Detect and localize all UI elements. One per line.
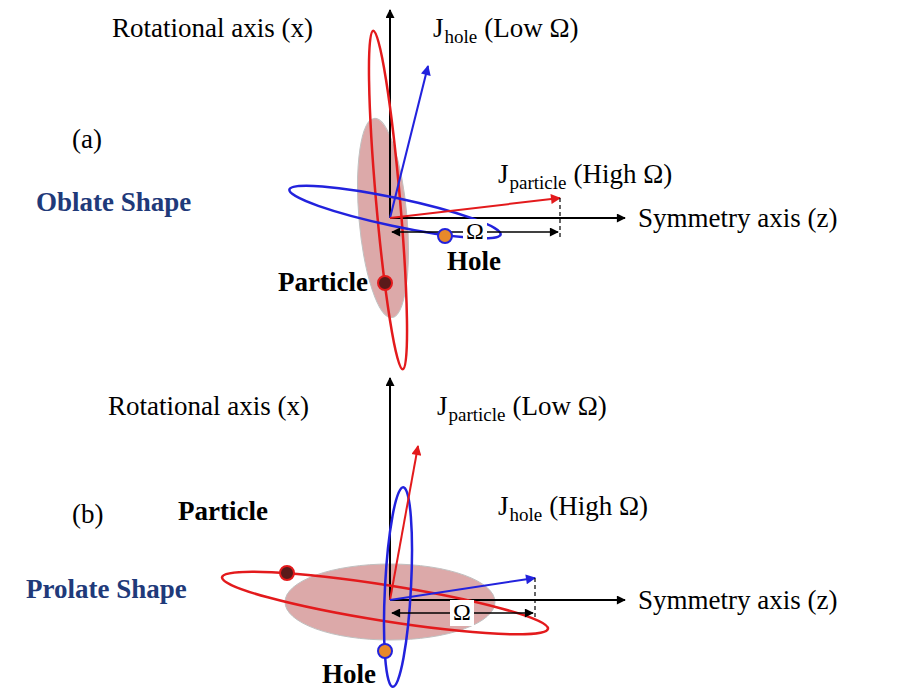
axis-label: Rotational axis (x) [112, 14, 313, 42]
hole-dot [378, 644, 392, 658]
vector-symbol: J [433, 14, 444, 42]
j-hole-vector [390, 578, 535, 600]
particle-dot [378, 276, 392, 290]
omega-label: Ω [463, 219, 487, 244]
axis-label: Rotational axis (x) [108, 392, 309, 420]
hole-dot [438, 229, 452, 243]
panel-label: (b) [72, 500, 103, 528]
symmetry-axis [390, 217, 625, 219]
vector-label: (Low Ω) [484, 14, 578, 42]
vector-subscript: hole [445, 27, 478, 47]
particle-label: Particle [278, 268, 368, 296]
vector-label: (High Ω) [573, 160, 672, 188]
particle-dot [280, 566, 294, 580]
vector-symbol: J [498, 492, 509, 520]
vector-subscript: particle [449, 405, 506, 425]
projection-line [534, 578, 535, 620]
projection-line [559, 198, 560, 240]
hole-label: Hole [322, 660, 376, 688]
j-particle-vector [390, 198, 560, 218]
hole-label: Hole [447, 247, 501, 275]
vector-symbol: J [498, 160, 509, 188]
rotational-axis [389, 378, 391, 600]
vector-subscript: particle [510, 173, 567, 193]
shape-title: Prolate Shape [26, 575, 187, 603]
particle-label: Particle [178, 497, 268, 525]
j-hole-vector [390, 66, 428, 218]
vector-label: (Low Ω) [512, 392, 606, 420]
hole-orbit [286, 176, 503, 248]
panel-label: (a) [72, 125, 102, 153]
symmetry-axis [390, 599, 625, 601]
shape-title: Oblate Shape [36, 188, 191, 216]
vector-symbol: J [437, 392, 448, 420]
vector-subscript: hole [510, 505, 543, 525]
vector-label: (High Ω) [549, 492, 648, 520]
axis-label: Symmetry axis (z) [638, 586, 837, 614]
omega-label: Ω [450, 600, 474, 625]
j-particle-vector [390, 446, 418, 600]
axis-label: Symmetry axis (z) [638, 204, 837, 232]
